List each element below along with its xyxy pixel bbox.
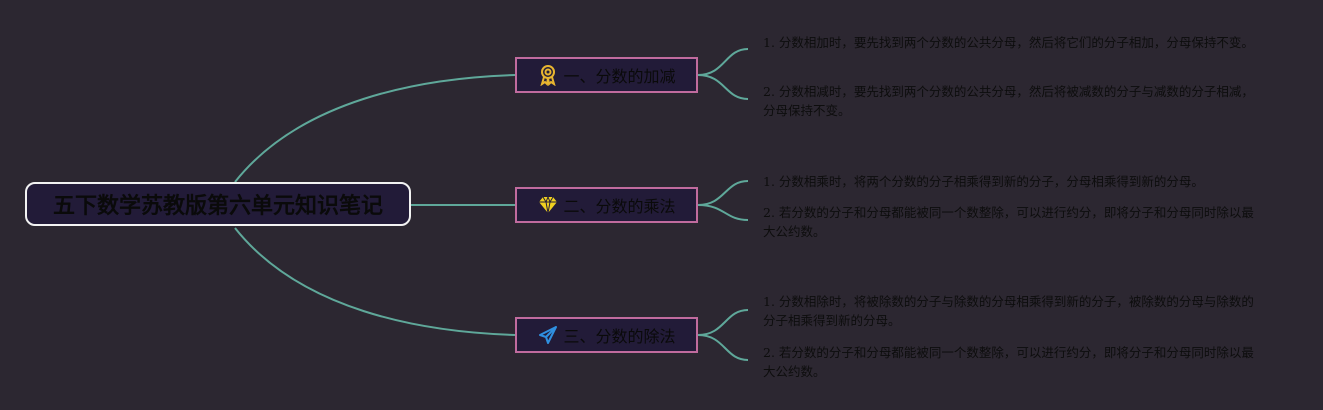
leaf-note[interactable]: 2. 分数相减时，要先找到两个分数的公共分母，然后将被减数的分子与减数的分子相减…	[763, 84, 1254, 118]
branch-node-addition-subtraction[interactable]: 一、分数的加减	[515, 57, 698, 93]
branch-node-multiplication[interactable]: 二、分数的乘法	[515, 187, 698, 223]
award-ribbon-icon	[537, 64, 559, 87]
diamond-icon	[537, 194, 559, 216]
branch-label: 三、分数的除法	[563, 327, 676, 346]
leaf-note[interactable]: 2. 若分数的分子和分母都能被同一个数整除，可以进行约分，即将分子和分母同时除以…	[763, 345, 1254, 379]
leaf-note[interactable]: 2. 若分数的分子和分母都能被同一个数整除，可以进行约分，即将分子和分母同时除以…	[763, 205, 1254, 239]
paper-plane-icon	[537, 324, 559, 346]
connector-branch-2-leaf-2	[697, 204, 749, 221]
connector-branch-1-leaf-1	[697, 48, 749, 76]
branch-label: 一、分数的加减	[563, 67, 676, 86]
branch-label: 二、分数的乘法	[563, 197, 676, 216]
connector-branch-1-leaf-2	[697, 74, 749, 100]
connector-branch-2-leaf-1	[697, 180, 749, 206]
root-title: 五下数学苏教版第六单元知识笔记	[52, 194, 383, 219]
connector-branch-3-leaf-1	[697, 309, 749, 336]
branch-node-division[interactable]: 三、分数的除法	[515, 317, 698, 353]
connector-root-branch-1	[234, 74, 516, 183]
root-node[interactable]: 五下数学苏教版第六单元知识笔记	[25, 182, 411, 226]
connector-branch-3-leaf-2	[697, 334, 749, 361]
leaf-note[interactable]: 1. 分数相乘时，将两个分数的分子相乘得到新的分子，分母相乘得到新的分母。	[763, 174, 1204, 189]
connector-root-branch-3	[234, 227, 516, 336]
leaf-note[interactable]: 1. 分数相加时，要先找到两个分数的公共分母，然后将它们的分子相加，分母保持不变…	[763, 35, 1254, 50]
leaf-note[interactable]: 1. 分数相除时，将被除数的分子与除数的分母相乘得到新的分子，被除数的分母与除数…	[763, 294, 1254, 328]
